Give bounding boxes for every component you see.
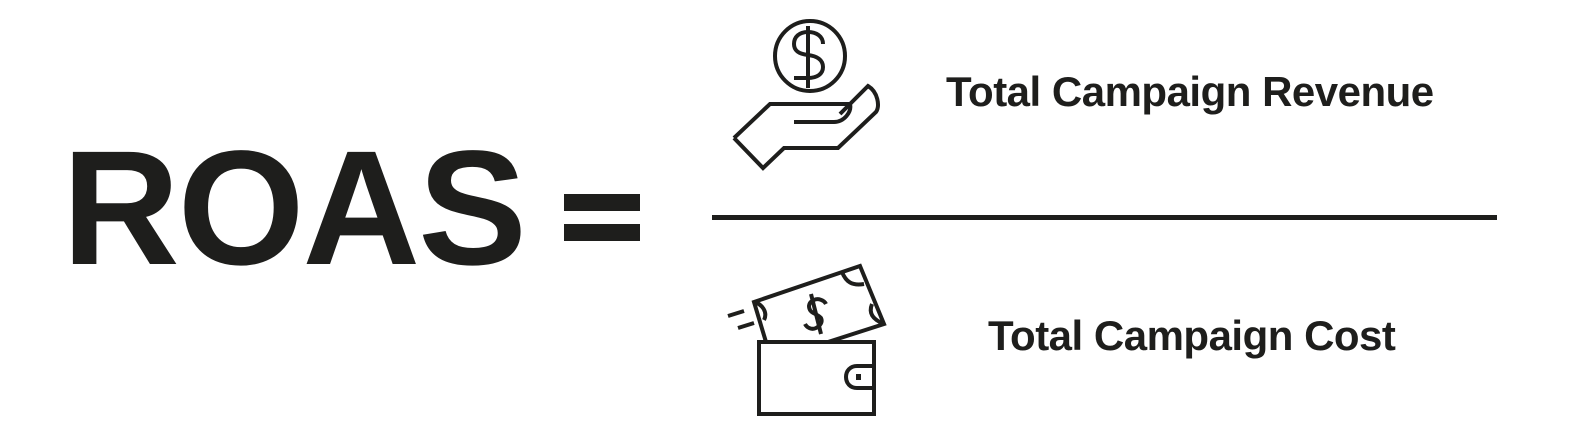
fraction-bar xyxy=(712,215,1497,220)
wallet-with-dollar-bill-icon xyxy=(727,263,887,416)
equals-bar-bottom xyxy=(564,224,640,241)
numerator-label: Total Campaign Revenue xyxy=(946,68,1434,115)
equals-bar-top xyxy=(564,194,640,211)
hand-holding-dollar-coin-icon xyxy=(732,19,880,171)
equals-sign xyxy=(564,194,640,241)
formula-lhs-roas: ROAS xyxy=(62,116,527,299)
denominator-label: Total Campaign Cost xyxy=(988,312,1396,359)
